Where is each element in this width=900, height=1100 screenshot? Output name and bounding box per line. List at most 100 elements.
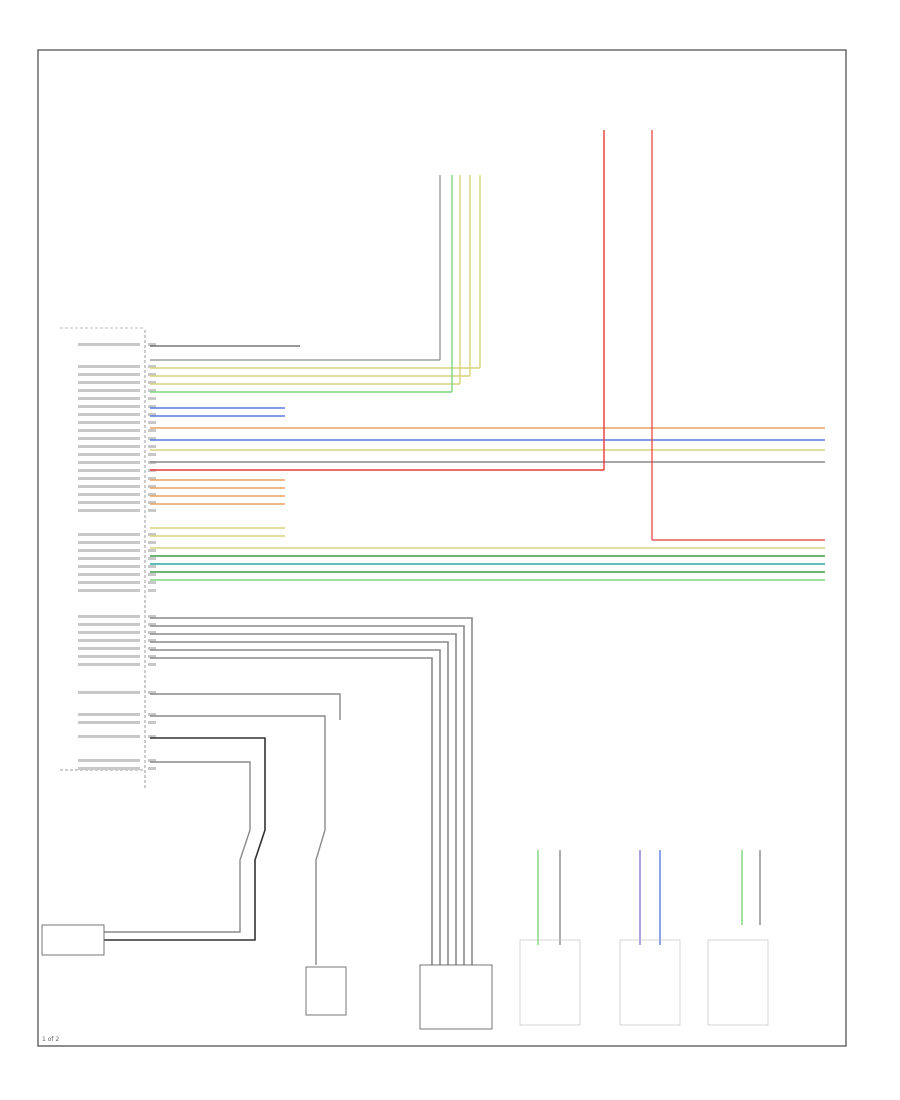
pin-label [78,365,140,368]
rear-sensor-box [41,924,105,956]
pin-number [148,493,156,496]
pin-label [78,461,140,464]
pin-number [148,381,156,384]
pin-label [78,501,140,504]
pin-label [78,573,140,576]
pin-number [148,437,156,440]
pin-number [148,663,156,666]
pin-number [148,589,156,592]
pin-labels [78,343,156,770]
pin-label [78,389,140,392]
pin-number [148,557,156,560]
horizontal-wires [104,345,825,965]
pin-number [148,405,156,408]
pin-label [78,533,140,536]
pin-label [78,623,140,626]
pin-label [78,713,140,716]
pin-number [148,631,156,634]
pin-label [78,647,140,650]
pin-number [148,615,156,618]
pin-label [78,437,140,440]
bundle-wire [150,617,473,965]
pin-number [148,759,156,762]
pin-label [78,557,140,560]
corner-label: 1 of 2 [42,1036,59,1043]
pin-label [78,735,140,738]
pin-label [78,565,140,568]
pin-number [148,647,156,650]
pin-label [78,767,140,770]
pin-number [148,767,156,770]
pin-number [148,373,156,376]
pin-label [78,469,140,472]
pin-label [78,589,140,592]
pin-label [78,493,140,496]
pin-label [78,721,140,724]
pin-label [78,509,140,512]
pin-label [78,343,140,346]
pin-number [148,573,156,576]
pin-label [78,405,140,408]
pin-label [78,581,140,584]
vertical-wires [439,130,761,945]
pin-number [148,343,156,346]
bundle-wire [150,641,449,965]
pin-number [148,639,156,642]
pin-number [148,581,156,584]
pin-number [148,565,156,568]
pin-number [148,429,156,432]
pin-number [148,721,156,724]
pin-label [78,631,140,634]
pin-number [148,397,156,400]
pin-label [78,549,140,552]
pin-number [148,477,156,480]
connector-box-1 [305,966,347,1016]
sensor-wire [104,737,266,941]
sensor-wire [150,715,326,965]
pin-label [78,477,140,480]
pin-label [78,421,140,424]
bottom-components [41,924,769,1030]
connector-box-2 [419,964,493,1030]
pin-number [148,413,156,416]
pin-label [78,485,140,488]
pin-label [78,541,140,544]
pin-label [78,655,140,658]
pin-number [148,389,156,392]
speaker-box-3 [707,939,769,1026]
diagram-frame [37,49,847,1047]
pin-number [148,453,156,456]
pin-number [148,501,156,504]
bundle-wire [150,657,433,965]
pin-number [148,533,156,536]
pin-label [78,413,140,416]
pin-number [148,549,156,552]
pin-number [148,445,156,448]
pin-label [78,759,140,762]
pin-number [148,691,156,694]
sensor-wire [150,693,341,720]
pin-number [148,623,156,626]
pin-number [148,541,156,544]
speaker-box-2 [619,939,681,1026]
pin-number [148,655,156,658]
pin-label [78,663,140,666]
bundle-wire [150,633,457,965]
pin-number [148,509,156,512]
pin-label [78,381,140,384]
sensor-wire [104,761,251,933]
pin-number [148,713,156,716]
pin-number [148,421,156,424]
pin-label [78,615,140,618]
pin-number [148,485,156,488]
pin-label [78,691,140,694]
pin-label [78,639,140,642]
pin-number [148,365,156,368]
speaker-box-1 [519,939,581,1026]
bundle-wire [150,649,441,965]
bundle-wire [150,625,465,965]
pin-label [78,429,140,432]
pin-label [78,453,140,456]
pin-label [78,373,140,376]
